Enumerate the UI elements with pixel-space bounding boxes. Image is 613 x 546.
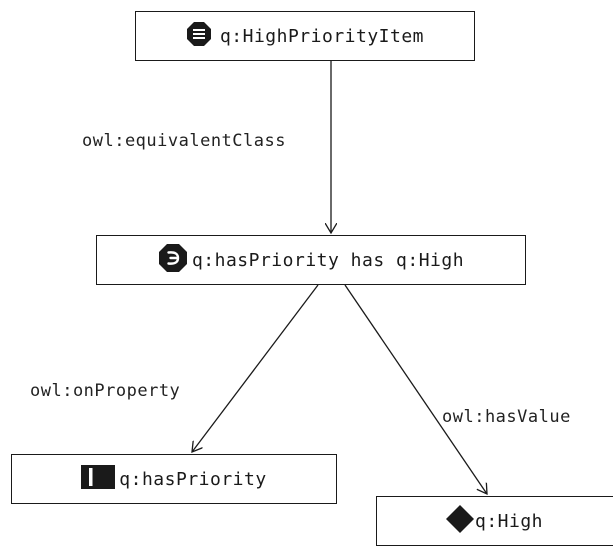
node-label: q:hasPriority: [119, 468, 267, 490]
edge-label-equivalent-class: owl:equivalentClass: [82, 131, 286, 151]
exists-octagon-icon: [158, 243, 188, 278]
node-high-individual[interactable]: q:High: [376, 496, 613, 546]
node-has-priority[interactable]: q:hasPriority: [11, 454, 337, 504]
object-property-icon: [81, 464, 116, 494]
class-octagon-icon: [186, 21, 212, 52]
node-label: q:hasPriority has q:High: [191, 249, 465, 271]
node-high-priority-item[interactable]: q:HighPriorityItem: [135, 11, 475, 61]
individual-diamond-icon: [445, 504, 475, 539]
node-label: q:High: [475, 510, 544, 532]
edge-on-property: [192, 284, 319, 452]
edge-label-on-property: owl:onProperty: [30, 381, 181, 401]
edge-has-value: [344, 284, 487, 494]
edge-label-has-value: owl:hasValue: [442, 407, 571, 427]
node-label: q:HighPriorityItem: [219, 25, 425, 47]
node-restriction[interactable]: q:hasPriority has q:High: [96, 235, 526, 285]
